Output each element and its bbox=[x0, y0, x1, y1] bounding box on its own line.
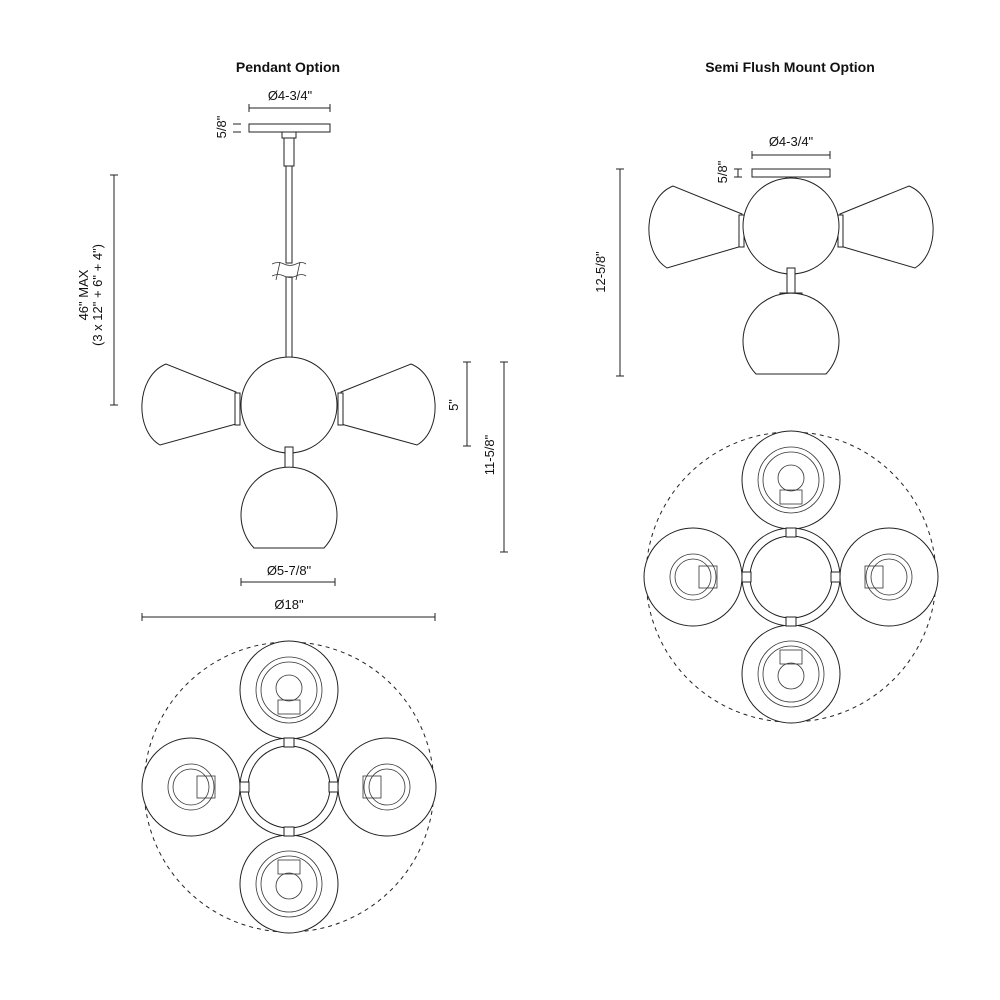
pendant-canopy-height-label: 5/8" bbox=[214, 115, 229, 138]
semi-flush-left-shade bbox=[648, 185, 743, 269]
semi-flush-canopy-diameter-dimension: Ø4-3/4" bbox=[751, 134, 831, 159]
pendant-overall-height-label-2: (3 x 12" + 6" + 4") bbox=[90, 244, 105, 346]
pendant-canopy-and-stem bbox=[248, 123, 331, 364]
semi-flush-center-globe bbox=[742, 177, 840, 275]
semi-flush-title: Semi Flush Mount Option bbox=[705, 59, 875, 75]
pendant-canopy-diameter-label: Ø4-3/4" bbox=[268, 88, 313, 103]
pendant-body-height-dimension: 11-5/8" bbox=[482, 361, 508, 553]
pendant-body-height-label: 11-5/8" bbox=[482, 434, 497, 475]
pendant-title: Pendant Option bbox=[236, 59, 340, 75]
pendant-overall-height-dimension: 46" MAX (3 x 12" + 6" + 4") bbox=[76, 174, 118, 406]
semi-flush-overall-height-label: 12-5/8" bbox=[593, 251, 608, 293]
pendant-bottom-globe bbox=[240, 466, 338, 549]
pendant-left-shade bbox=[141, 363, 237, 446]
pendant-overall-height-label-1: 46" MAX bbox=[76, 269, 91, 320]
pendant-shade-height-dimension: 5" bbox=[446, 361, 471, 447]
pendant-globe-diameter-dimension: Ø5-7/8" bbox=[240, 563, 336, 586]
semi-flush-canopy-diameter-label: Ø4-3/4" bbox=[769, 134, 814, 149]
semi-flush-fixture-body bbox=[648, 168, 934, 375]
semi-flush-canopy-height-dimension: 5/8" bbox=[715, 160, 742, 183]
pendant-globe-diameter-label: Ø5-7/8" bbox=[267, 563, 312, 578]
semi-flush-canopy-height-label: 5/8" bbox=[715, 160, 730, 183]
semi-flush-overall-height-dimension: 12-5/8" bbox=[593, 168, 624, 377]
pendant-canopy-diameter-dimension: Ø4-3/4" bbox=[248, 88, 331, 112]
pendant-shade-height-label: 5" bbox=[446, 399, 461, 411]
pendant-right-shade bbox=[340, 363, 436, 446]
pendant-fixture-body bbox=[141, 356, 436, 549]
semi-flush-plan-view bbox=[643, 430, 939, 724]
pendant-overall-diameter-label: Ø18" bbox=[274, 597, 304, 612]
pendant-plan-view bbox=[141, 640, 437, 934]
semi-flush-bottom-globe bbox=[742, 292, 840, 375]
pendant-canopy-height-dimension: 5/8" bbox=[214, 115, 241, 138]
pendant-center-globe bbox=[240, 356, 338, 454]
pendant-overall-diameter-dimension: Ø18" bbox=[141, 597, 436, 621]
semi-flush-right-shade bbox=[839, 185, 934, 269]
